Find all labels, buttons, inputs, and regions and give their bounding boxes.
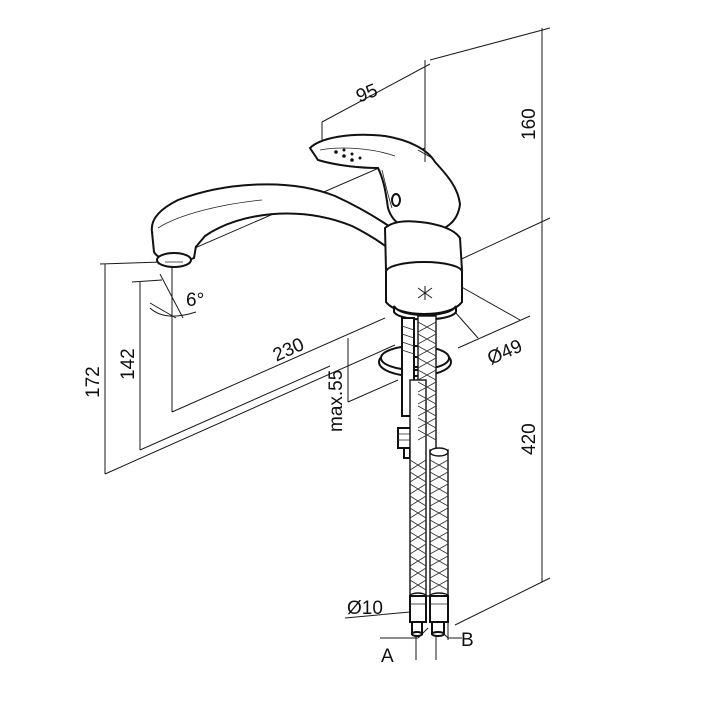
faucet-body — [383, 220, 464, 321]
dimension-lines — [99, 27, 551, 660]
label-connection-b: B — [461, 630, 474, 651]
label-max-55: max.55 — [326, 370, 347, 432]
label-142: 142 — [118, 348, 139, 380]
label-420: 420 — [519, 423, 540, 455]
label-6-degrees: 6° — [186, 290, 204, 311]
label-230: 230 — [270, 334, 308, 366]
braided-hoses — [409, 315, 449, 637]
lever-handle — [308, 133, 462, 234]
label-diameter-10: Ø10 — [347, 598, 383, 619]
label-172: 172 — [83, 366, 104, 398]
dimension-labels: 95 160 6° 230 142 172 max.55 Ø49 420 Ø10… — [83, 80, 540, 667]
label-connection-a: A — [381, 646, 394, 667]
label-diameter-49: Ø49 — [484, 336, 525, 370]
spout — [150, 183, 422, 268]
label-160: 160 — [519, 108, 540, 140]
